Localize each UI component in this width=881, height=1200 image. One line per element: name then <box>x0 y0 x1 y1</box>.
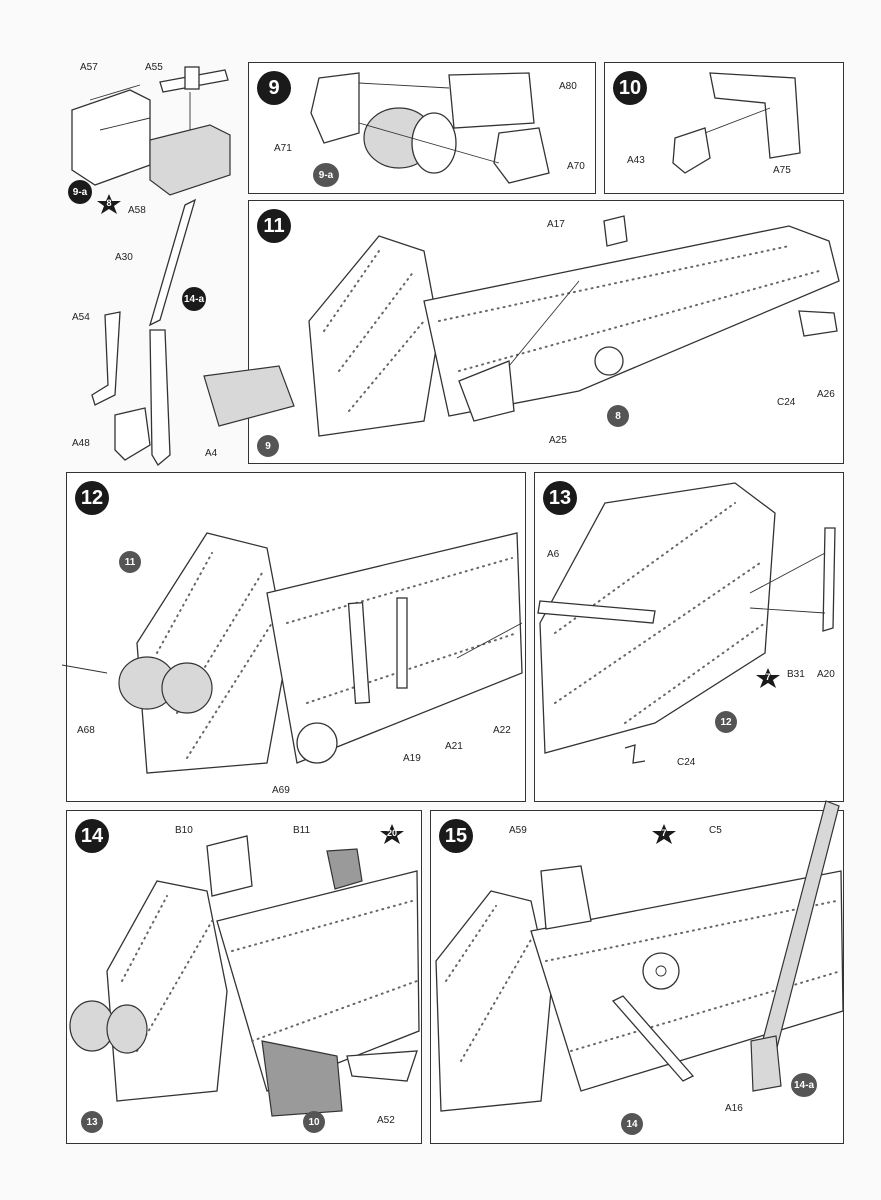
ref-badge-8: 8 <box>607 405 629 427</box>
ref-badge-9: 9 <box>257 435 279 457</box>
step-number-13: 13 <box>543 481 577 515</box>
label-a17: A17 <box>547 219 565 230</box>
step-15-drawing <box>435 800 844 1112</box>
star-marker-text: 7 <box>661 828 667 838</box>
label-a54: A54 <box>72 312 90 323</box>
step-9-drawing <box>310 72 550 184</box>
step-13-panel: 13 A6 B31 A20 C24 12 7 <box>534 472 844 802</box>
label-a30: A30 <box>115 252 133 263</box>
step-14-panel: 14 B10 B11 A52 13 10 20 <box>66 810 422 1144</box>
label-a70: A70 <box>567 161 585 172</box>
label-a48: A48 <box>72 438 90 449</box>
step-number-9: 9 <box>257 71 291 105</box>
step-10-panel: 10 A43 A75 <box>604 62 844 194</box>
ref-badge-14a: 14-a <box>791 1073 817 1097</box>
label-a25: A25 <box>549 435 567 446</box>
ref-badge-11: 11 <box>119 551 141 573</box>
step-14-drawing <box>69 835 420 1117</box>
step-9-panel: 9 A80 A71 A70 9-a <box>248 62 596 194</box>
label-a26: A26 <box>817 389 835 400</box>
star-marker-text: 7 <box>765 672 771 682</box>
step-number-11: 11 <box>257 209 291 243</box>
step-number-10: 10 <box>613 71 647 105</box>
label-a55: A55 <box>145 62 163 73</box>
ref-badge-10: 10 <box>303 1111 325 1133</box>
label-a58: A58 <box>128 205 146 216</box>
step-15-panel: 15 A59 C5 A16 14 14-a 7 <box>430 800 844 1144</box>
step-number-15: 15 <box>439 819 473 853</box>
ref-badge-14: 14 <box>621 1113 643 1135</box>
step-13-drawing <box>537 482 836 764</box>
label-a4: A4 <box>205 448 218 459</box>
step-11-drawing <box>203 215 840 437</box>
label-a19: A19 <box>403 753 421 764</box>
ref-badge-14a: 14-a <box>182 287 206 311</box>
label-a6: A6 <box>547 549 560 560</box>
label-a68: A68 <box>77 725 95 736</box>
label-a57: A57 <box>80 62 98 73</box>
label-a43: A43 <box>627 155 645 166</box>
step-number-14: 14 <box>75 819 109 853</box>
label-a52: A52 <box>377 1115 395 1126</box>
label-c24: C24 <box>777 397 796 408</box>
label-a16: A16 <box>725 1103 743 1114</box>
label-b31: B31 <box>787 669 805 680</box>
ref-badge-9a: 9-a <box>68 180 92 204</box>
step-number-12: 12 <box>75 481 109 515</box>
label-a71: A71 <box>274 143 292 154</box>
ref-badge-13: 13 <box>81 1111 103 1133</box>
step-11-panel: 11 A17 A26 C24 A25 8 9 <box>203 200 844 464</box>
ref-badge-12: 12 <box>715 711 737 733</box>
star-marker-text: 8 <box>106 198 112 208</box>
star-marker-text: 20 <box>386 828 397 838</box>
label-a75: A75 <box>773 165 791 176</box>
label-a69: A69 <box>272 785 290 796</box>
step-10-drawing <box>672 72 801 174</box>
label-c24: C24 <box>677 757 696 768</box>
label-b11: B11 <box>293 825 311 836</box>
star-marker-20: 20 <box>379 823 405 845</box>
label-c5: C5 <box>709 825 722 836</box>
label-a21: A21 <box>445 741 463 752</box>
label-a59: A59 <box>509 825 527 836</box>
star-marker-8: 8 <box>96 193 122 215</box>
label-a20: A20 <box>817 669 835 680</box>
step-12-drawing <box>61 532 523 774</box>
star-marker-7: 7 <box>651 823 677 845</box>
ref-badge-9a: 9-a <box>313 163 339 187</box>
label-a22: A22 <box>493 725 511 736</box>
step-12-panel: 12 A68 A19 A21 A22 A69 11 <box>61 472 526 802</box>
label-b10: B10 <box>175 825 193 836</box>
star-marker-7: 7 <box>755 667 781 689</box>
label-a80: A80 <box>559 81 577 92</box>
